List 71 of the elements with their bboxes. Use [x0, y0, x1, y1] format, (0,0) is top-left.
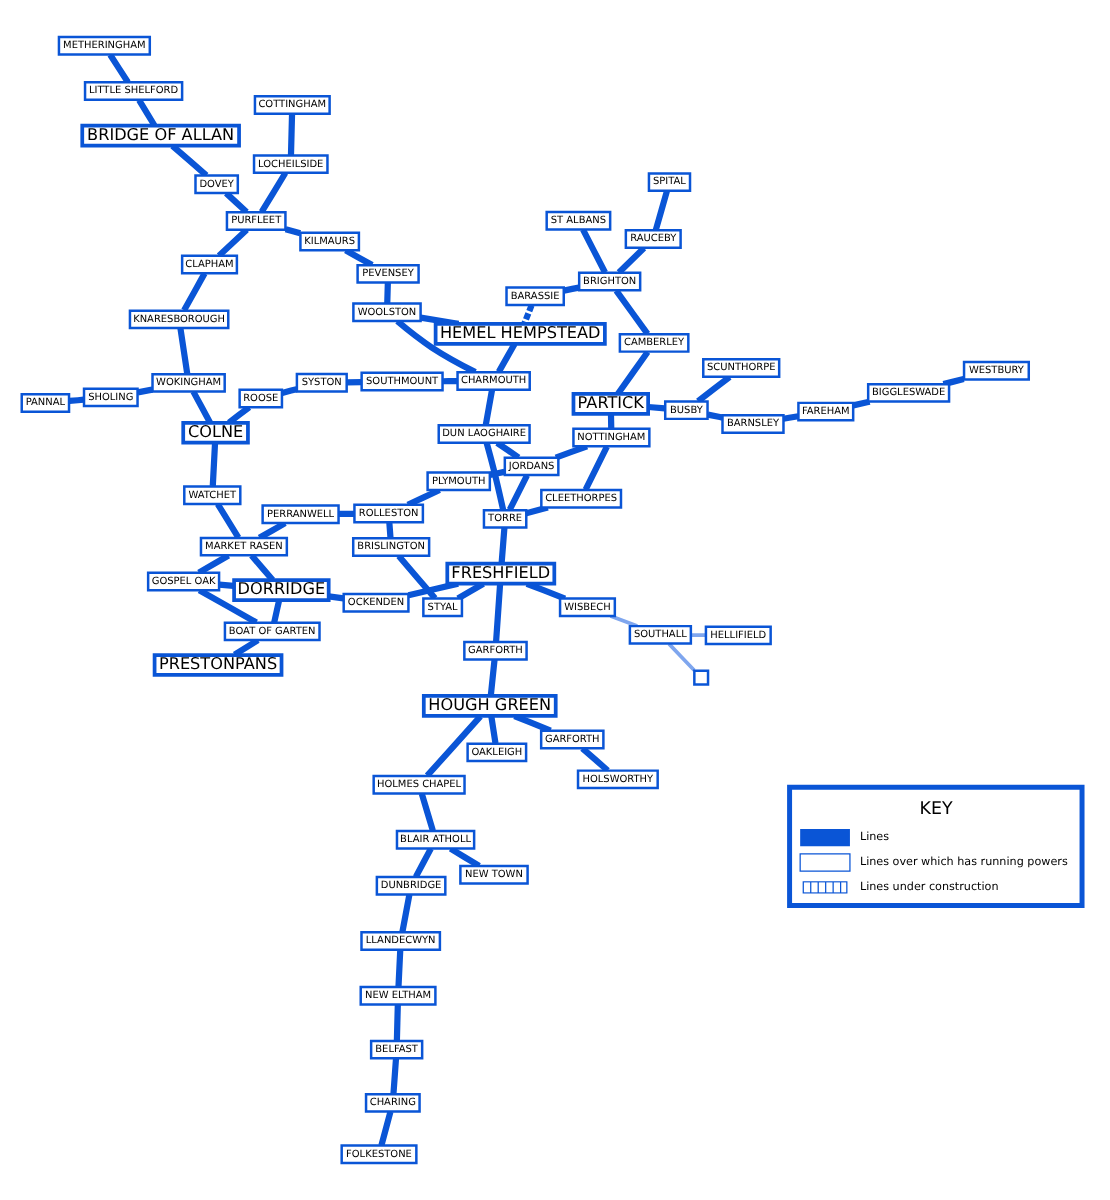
- connector: [424, 714, 483, 778]
- connector: [413, 847, 434, 879]
- connector: [69, 396, 85, 405]
- connector: [257, 520, 287, 541]
- connector: [396, 553, 438, 601]
- connector: [525, 580, 567, 602]
- connector: [487, 659, 498, 697]
- connector: [942, 376, 965, 388]
- connector: [498, 527, 508, 564]
- connector: [482, 389, 496, 426]
- node-box: FRESHFIELD: [445, 561, 557, 586]
- connector: [696, 374, 732, 404]
- connector: [197, 587, 258, 626]
- connector: [521, 304, 535, 325]
- connector: [107, 53, 131, 84]
- connector: [216, 227, 249, 258]
- connector: [616, 245, 647, 275]
- connector: [395, 318, 477, 375]
- connector: [613, 288, 651, 336]
- node-box: COLNE: [181, 420, 250, 445]
- connector: [407, 580, 459, 599]
- connector: [181, 271, 208, 312]
- connector: [448, 846, 481, 869]
- connector: [197, 552, 231, 576]
- connector: [691, 633, 706, 637]
- node-box: PARTICK: [571, 392, 650, 416]
- connector: [609, 614, 638, 628]
- connector: [287, 113, 296, 156]
- connector: [249, 553, 276, 583]
- node-box: HOUGH GREEN: [421, 694, 558, 718]
- label: KEY: [919, 800, 953, 821]
- connector: [406, 487, 441, 508]
- node-box: [693, 669, 710, 686]
- connector: [390, 1058, 400, 1095]
- connector: [652, 190, 670, 231]
- connector: [420, 314, 460, 327]
- connector: [580, 746, 610, 773]
- connector: [378, 1110, 394, 1147]
- connector: [495, 440, 521, 461]
- connector: [582, 445, 610, 492]
- connector: [215, 502, 242, 540]
- connector: [384, 282, 391, 304]
- connector: [554, 443, 589, 461]
- connector: [615, 350, 651, 396]
- node-box: HEMEL HEMPSTEAD: [433, 322, 607, 346]
- connector: [513, 713, 552, 734]
- connector: [170, 143, 209, 178]
- connector: [344, 247, 374, 268]
- node-box: BRIDGE OF ALLAN: [80, 123, 241, 148]
- node-box: PRESTONPANS: [152, 653, 284, 677]
- connector: [496, 342, 518, 374]
- connector: [224, 190, 249, 215]
- connector: [488, 715, 499, 744]
- connector: [418, 792, 436, 832]
- connector: [271, 599, 283, 624]
- connector: [506, 474, 530, 512]
- connector: [393, 1004, 401, 1041]
- connector: [136, 98, 158, 127]
- node-box: DORRIDGE: [232, 578, 331, 602]
- connector: [399, 894, 413, 933]
- connector: [232, 637, 260, 658]
- connector: [209, 442, 219, 487]
- connector: [492, 583, 504, 643]
- connector: [580, 228, 608, 274]
- connector: [525, 504, 549, 517]
- connector: [667, 642, 696, 672]
- connector: [395, 949, 404, 987]
- connector: [456, 581, 485, 602]
- connector: [259, 171, 288, 214]
- connector: [177, 327, 191, 375]
- connector: [190, 390, 213, 425]
